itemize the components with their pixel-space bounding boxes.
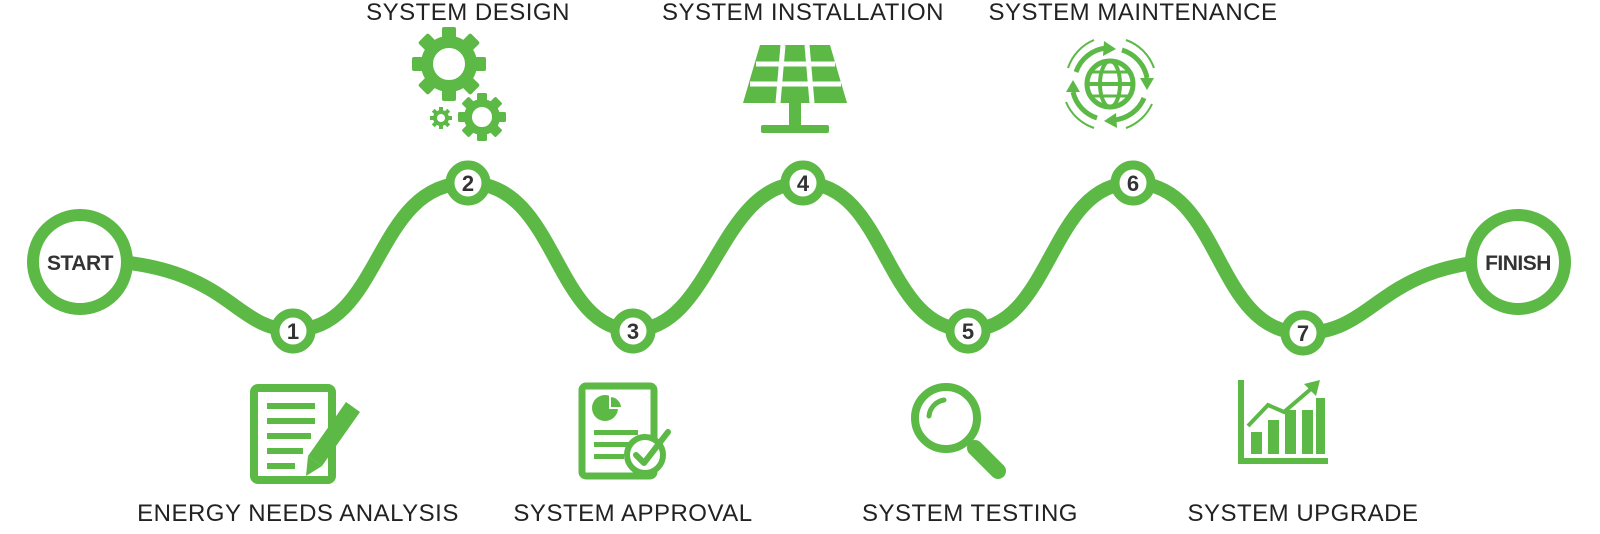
step-node-1: 1: [270, 308, 316, 354]
step-number-6: 6: [1127, 171, 1139, 196]
step-node-6: 6: [1110, 160, 1156, 206]
step-label-3: SYSTEM APPROVAL: [513, 500, 752, 527]
step-number-4: 4: [797, 171, 810, 196]
step-number-1: 1: [287, 319, 299, 344]
finish-label: FINISH: [1485, 252, 1551, 275]
start-label: START: [47, 252, 114, 275]
step-label-2: SYSTEM DESIGN: [366, 0, 570, 26]
globe-cycle-icon: [1065, 39, 1155, 129]
growth-chart-icon: [1238, 380, 1328, 464]
step-number-5: 5: [962, 319, 974, 344]
step-node-7: 7: [1280, 310, 1326, 356]
step-label-6: SYSTEM MAINTENANCE: [988, 0, 1277, 26]
finish-node: FINISH: [1465, 209, 1571, 315]
step-number-3: 3: [627, 319, 639, 344]
step-label-4: SYSTEM INSTALLATION: [662, 0, 944, 26]
step-node-5: 5: [945, 308, 991, 354]
step-node-2: 2: [445, 160, 491, 206]
approved-report-icon: [578, 382, 671, 480]
document-pencil-icon: [250, 384, 360, 484]
start-node: START: [27, 209, 133, 315]
step-label-5: SYSTEM TESTING: [862, 500, 1078, 527]
solar-panel-icon: [743, 44, 847, 133]
gears-icon: [412, 27, 506, 141]
step-number-2: 2: [462, 171, 474, 196]
step-label-7: SYSTEM UPGRADE: [1187, 500, 1418, 527]
magnifier-icon: [911, 383, 1006, 479]
step-node-4: 4: [780, 160, 826, 206]
step-number-7: 7: [1297, 321, 1309, 346]
step-label-1: ENERGY NEEDS ANALYSIS: [137, 500, 459, 527]
step-node-3: 3: [610, 308, 656, 354]
